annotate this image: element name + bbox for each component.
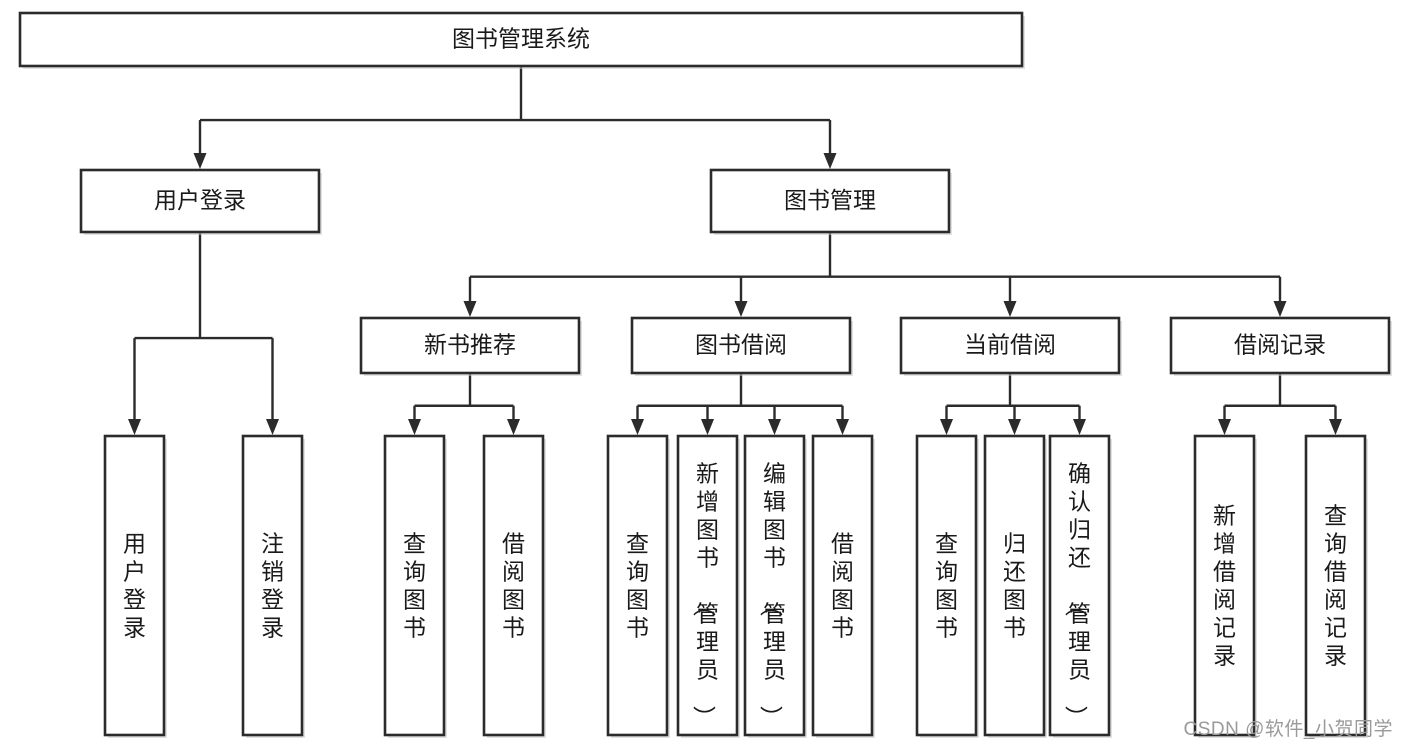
node-book-borrow[interactable]: 图书借阅: [630, 316, 853, 376]
node-user-login[interactable]: 用户登录: [79, 168, 322, 235]
node-leaf-rec-borrow-book[interactable]: 借阅图书: [482, 434, 546, 738]
node-box[interactable]: [1193, 434, 1256, 737]
node-label: 图书管理: [784, 187, 876, 213]
connector-layer: [128, 66, 1342, 435]
node-leaf-record-add[interactable]: 新增借阅记录: [1193, 434, 1257, 738]
node-label: 查询图书: [935, 531, 958, 641]
node-box[interactable]: [743, 434, 806, 737]
node-root[interactable]: 图书管理系统: [18, 11, 1025, 69]
node-leaf-record-query[interactable]: 查询借阅记录: [1304, 434, 1368, 738]
node-current-borrow[interactable]: 当前借阅: [899, 316, 1122, 376]
node-box[interactable]: [18, 11, 1024, 68]
node-label: 编辑图书（管理员）: [758, 461, 786, 729]
node-leaf-rec-query-book[interactable]: 查询图书: [383, 434, 447, 738]
node-box[interactable]: [103, 434, 166, 737]
node-box[interactable]: [1048, 434, 1111, 737]
node-label: 用户登录: [123, 531, 146, 641]
node-box[interactable]: [606, 434, 669, 737]
node-box[interactable]: [1304, 434, 1367, 737]
node-leaf-current-query-book[interactable]: 查询图书: [915, 434, 979, 738]
node-leaf-borrow-add-book[interactable]: 新增图书（管理员）: [676, 434, 740, 738]
node-box[interactable]: [709, 168, 951, 234]
node-new-book-rec[interactable]: 新书推荐: [359, 316, 582, 376]
node-box[interactable]: [359, 316, 581, 375]
node-leaf-user-logout[interactable]: 注销登录: [241, 434, 305, 738]
node-box[interactable]: [630, 316, 852, 375]
node-box[interactable]: [811, 434, 874, 737]
node-box[interactable]: [383, 434, 446, 737]
node-box[interactable]: [915, 434, 978, 737]
node-layer: 图书管理系统用户登录图书管理新书推荐图书借阅当前借阅借阅记录用户登录注销登录查询…: [18, 11, 1392, 738]
node-label: 查询借阅记录: [1324, 503, 1347, 669]
node-leaf-borrow-query-book[interactable]: 查询图书: [606, 434, 670, 738]
node-label: 图书管理系统: [452, 26, 590, 52]
node-label: 查询图书: [403, 531, 426, 641]
node-label: 借阅图书: [831, 531, 854, 641]
node-label: 图书借阅: [695, 332, 787, 358]
node-box[interactable]: [983, 434, 1046, 737]
node-box[interactable]: [676, 434, 739, 737]
node-label: 借阅记录: [1234, 332, 1326, 358]
node-label: 用户登录: [154, 187, 246, 213]
node-box[interactable]: [79, 168, 321, 234]
node-label: 注销登录: [261, 531, 284, 641]
node-label: 确认归还（管理员）: [1063, 461, 1091, 729]
node-label: 查询图书: [626, 531, 649, 641]
node-book-manage[interactable]: 图书管理: [709, 168, 952, 235]
node-leaf-borrow-borrow-book[interactable]: 借阅图书: [811, 434, 875, 738]
node-label: 新增图书（管理员）: [691, 461, 719, 729]
node-leaf-current-confirm-return[interactable]: 确认归还（管理员）: [1048, 434, 1112, 738]
node-leaf-borrow-edit-book[interactable]: 编辑图书（管理员）: [743, 434, 807, 738]
node-label: 借阅图书: [502, 531, 525, 641]
node-borrow-record[interactable]: 借阅记录: [1169, 316, 1392, 376]
node-box[interactable]: [241, 434, 304, 737]
node-leaf-user-login[interactable]: 用户登录: [103, 434, 167, 738]
node-label: 当前借阅: [964, 332, 1056, 358]
node-label: 新书推荐: [424, 332, 516, 358]
node-label: 新增借阅记录: [1213, 503, 1236, 669]
node-box[interactable]: [482, 434, 545, 737]
node-leaf-current-return-book[interactable]: 归还图书: [983, 434, 1047, 738]
node-box[interactable]: [899, 316, 1121, 375]
node-box[interactable]: [1169, 316, 1391, 375]
node-label: 归还图书: [1003, 531, 1026, 641]
